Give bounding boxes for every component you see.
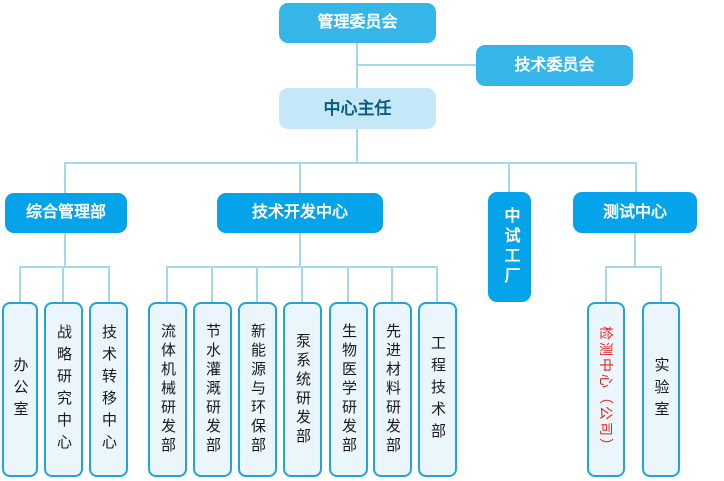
node-label: 管理委员会 <box>317 14 398 31</box>
node-new-energy-environment-dept: 新能源与环保部 <box>238 302 277 477</box>
node-label: 生物医学研发部 <box>340 323 357 456</box>
node-advanced-materials-rd: 先进材料研发部 <box>373 302 412 477</box>
connector-line <box>256 266 258 302</box>
node-label: 中心主任 <box>323 99 392 118</box>
connector-line <box>301 266 303 302</box>
connector-line <box>108 266 110 302</box>
node-label: 综合管理部 <box>25 204 106 221</box>
node-label: 先进材料研发部 <box>384 323 401 456</box>
node-label: 节水灌溉研发部 <box>204 323 221 456</box>
node-label: 技术委员会 <box>514 56 595 74</box>
connector-line <box>19 266 110 268</box>
node-technical-committee: 技术委员会 <box>476 45 633 86</box>
connector-line <box>19 266 21 302</box>
node-label: 办公室 <box>11 356 29 423</box>
node-fluid-machinery-rd: 流体机械研发部 <box>148 302 187 477</box>
connector-line <box>166 266 168 302</box>
node-label: 检测中心（公司） <box>598 325 614 454</box>
connector-line <box>391 266 393 302</box>
node-engineering-tech-dept: 工程技术部 <box>418 302 457 477</box>
connector-line <box>356 64 476 66</box>
connector-line <box>635 162 637 192</box>
node-label: 中试工厂 <box>501 207 519 287</box>
connector-line <box>356 129 358 162</box>
connector-line <box>299 233 301 266</box>
node-label: 泵系统研发部 <box>294 332 311 447</box>
connector-line <box>64 233 66 266</box>
connector-line <box>605 266 662 268</box>
node-inspection-center-company: 检测中心（公司） <box>587 302 625 477</box>
node-office: 办公室 <box>2 302 38 477</box>
node-label: 战略研究中心 <box>55 323 72 456</box>
node-pump-system-rd: 泵系统研发部 <box>283 302 322 477</box>
node-general-admin-dept: 综合管理部 <box>5 193 127 233</box>
connector-line <box>211 266 213 302</box>
connector-line <box>64 162 66 193</box>
node-testing-center: 测试中心 <box>573 192 697 233</box>
node-tech-transfer-center: 技术转移中心 <box>89 302 128 477</box>
node-strategy-research-center: 战略研究中心 <box>44 302 83 477</box>
connector-line <box>347 266 349 302</box>
connector-line <box>64 162 637 164</box>
node-label: 技术开发中心 <box>251 204 348 221</box>
connector-line <box>634 233 636 266</box>
node-label: 实验室 <box>652 356 670 423</box>
node-label: 测试中心 <box>602 203 667 221</box>
node-label: 流体机械研发部 <box>159 323 176 456</box>
node-center-director: 中心主任 <box>279 88 436 129</box>
connector-line <box>508 162 510 192</box>
connector-line <box>62 266 64 302</box>
node-label: 新能源与环保部 <box>249 323 266 456</box>
connector-line <box>299 162 301 193</box>
node-pilot-plant: 中试工厂 <box>488 192 531 302</box>
connector-line <box>436 266 438 302</box>
node-label: 技术转移中心 <box>100 323 117 456</box>
node-label: 工程技术部 <box>429 334 446 445</box>
node-tech-dev-center: 技术开发中心 <box>217 193 383 233</box>
node-laboratory: 实验室 <box>642 302 680 477</box>
node-management-committee: 管理委员会 <box>279 3 436 43</box>
node-biomedical-rd: 生物医学研发部 <box>329 302 368 477</box>
node-water-saving-irrigation-rd: 节水灌溉研发部 <box>193 302 232 477</box>
connector-line <box>660 266 662 302</box>
connector-line <box>605 266 607 302</box>
